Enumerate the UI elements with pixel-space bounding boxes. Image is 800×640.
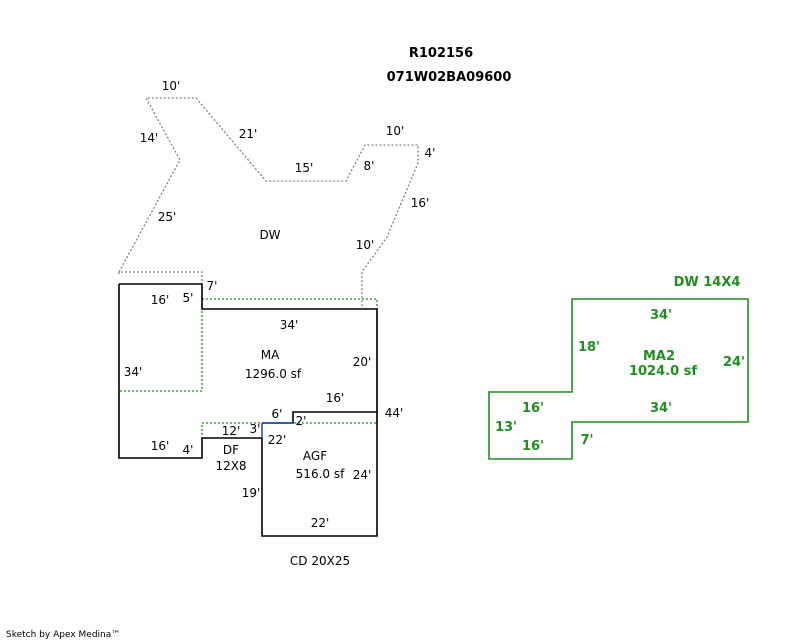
ma2-dim: 34' xyxy=(650,401,672,416)
main-area-outline xyxy=(118,283,378,537)
ma2-label: MA2 xyxy=(643,349,675,364)
main-area-dim: 5' xyxy=(183,291,194,305)
ma2-dim: 7' xyxy=(580,433,593,448)
main-area-dim: 16' xyxy=(326,391,345,405)
deck-outline-main xyxy=(118,97,419,309)
deck-dim: 14' xyxy=(140,131,159,145)
account-number: R102156 xyxy=(409,46,473,61)
main-area-dotted-left xyxy=(119,299,203,392)
ma2-dim: 34' xyxy=(650,308,672,323)
deck-dim: 10' xyxy=(386,124,405,138)
deck-dim: 8' xyxy=(364,159,375,173)
garage-dim: 24' xyxy=(353,468,372,482)
garage-dim: 19' xyxy=(242,486,261,500)
garage-dim: 22' xyxy=(311,516,330,530)
ma2-outline xyxy=(488,298,749,460)
garage-sf: 516.0 sf xyxy=(296,467,345,481)
deck-dim: 25' xyxy=(158,210,177,224)
footer-credit: Sketch by Apex Medina™ xyxy=(6,630,120,640)
garage-dim: 2' xyxy=(296,414,307,428)
main-area-label: MA xyxy=(261,348,280,362)
ma2-dim: 13' xyxy=(495,420,517,435)
deck-frame-size: 12X8 xyxy=(215,459,246,473)
deck-dim: 4' xyxy=(425,146,436,160)
main-area-dim: 20' xyxy=(353,355,372,369)
deck-outline xyxy=(118,271,203,284)
main-area-dim: 34' xyxy=(280,318,299,332)
main-area-dim: 34' xyxy=(124,365,143,379)
main-area-dim: 44' xyxy=(385,406,404,420)
deck-dim: 10' xyxy=(356,238,375,252)
deck-frame-dim: 3' xyxy=(250,422,261,436)
main-area-dotted-outline xyxy=(201,298,378,438)
main-area-dim: 7' xyxy=(207,279,218,293)
ma2-title: DW 14X4 xyxy=(674,275,741,290)
ma2-sf: 1024.0 sf xyxy=(629,364,697,379)
garage-label: AGF xyxy=(303,449,327,463)
main-area-sf: 1296.0 sf xyxy=(245,367,302,381)
carport-label: CD 20X25 xyxy=(290,554,350,568)
deck-frame-label: DF xyxy=(223,443,239,457)
ma2-dim: 16' xyxy=(522,439,544,454)
map-lot-number: 071W02BA09600 xyxy=(387,70,512,85)
main-area-dim: 16' xyxy=(151,293,170,307)
garage-dim: 22' xyxy=(268,433,287,447)
ma2-dim: 24' xyxy=(723,355,745,370)
deck-label: DW xyxy=(259,228,280,242)
deck-dim: 10' xyxy=(162,79,181,93)
main-area-dim: 16' xyxy=(151,439,170,453)
ma2-dim: 16' xyxy=(522,401,544,416)
deck-dim: 16' xyxy=(411,196,430,210)
main-area-dim: 4' xyxy=(183,443,194,457)
ma2-dim: 18' xyxy=(578,340,600,355)
deck-dim: 21' xyxy=(239,127,258,141)
deck-dim: 15' xyxy=(295,161,314,175)
garage-dim: 6' xyxy=(272,407,283,421)
deck-frame-dim: 12' xyxy=(222,424,241,438)
